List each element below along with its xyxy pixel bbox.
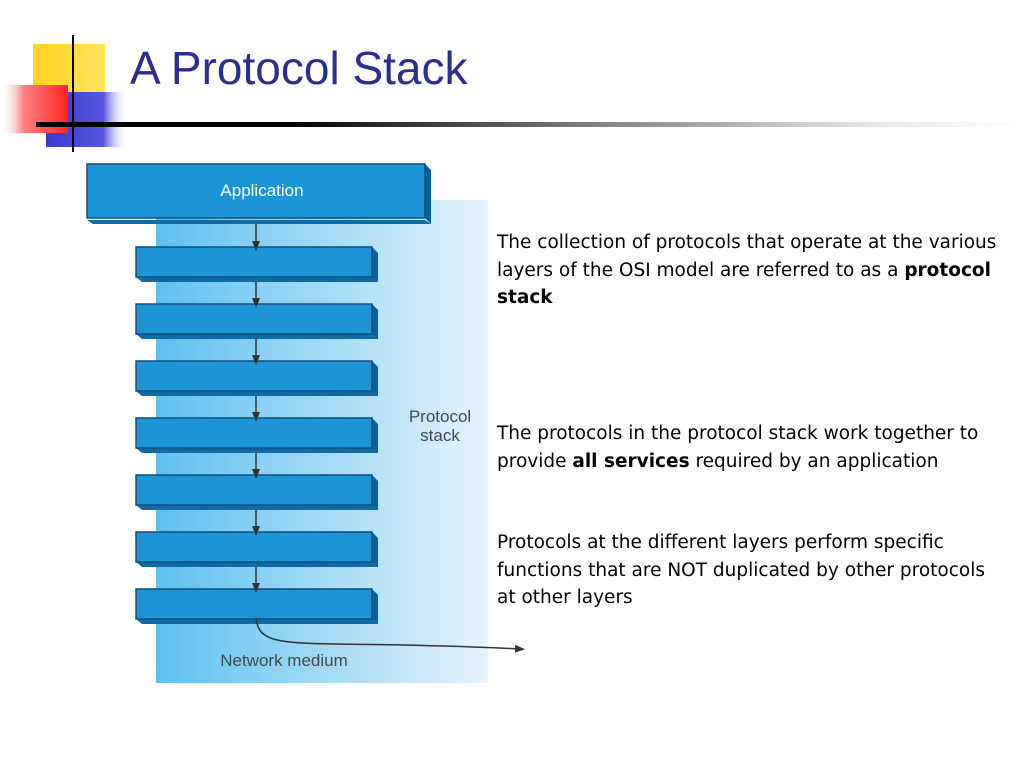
p1-bold-term: protocol stack xyxy=(497,259,991,309)
protocol-stack-label-line2: stack xyxy=(420,426,460,445)
protocol-layer-box xyxy=(135,246,378,282)
title-underline xyxy=(36,122,1024,127)
network-medium-label: Network medium xyxy=(220,651,348,670)
application-layer-label: Application xyxy=(220,181,303,200)
protocol-layer-box xyxy=(135,531,378,567)
protocol-layer-box xyxy=(135,360,378,396)
paragraph-protocol-stack: The collection of protocols that operate… xyxy=(497,229,997,312)
p2-text-end: required by an application xyxy=(689,450,939,472)
p2-bold-term: all services xyxy=(572,450,690,472)
paragraph-layer-functions: Protocols at the different layers perfor… xyxy=(497,532,986,608)
protocol-layer-box xyxy=(135,303,378,339)
protocol-layer-box xyxy=(135,588,378,624)
application-layer-box: Application xyxy=(86,163,431,224)
protocol-layer-box xyxy=(135,417,378,453)
protocol-layer-box xyxy=(135,474,378,510)
p2-text: The protocols in the protocol stack work… xyxy=(497,423,979,472)
network-medium-arrow xyxy=(255,617,525,653)
corner-decoration xyxy=(0,35,128,152)
slide-title: A Protocol Stack xyxy=(130,42,468,94)
protocol-stack-diagram: Application Protocol stack Network mediu… xyxy=(86,163,525,683)
protocol-layers xyxy=(135,246,378,624)
p1-text: The collection of protocols that operate… xyxy=(497,232,997,281)
protocol-stack-label-line1: Protocol xyxy=(409,407,471,426)
paragraph-services: The protocols in the protocol stack work… xyxy=(497,420,997,475)
